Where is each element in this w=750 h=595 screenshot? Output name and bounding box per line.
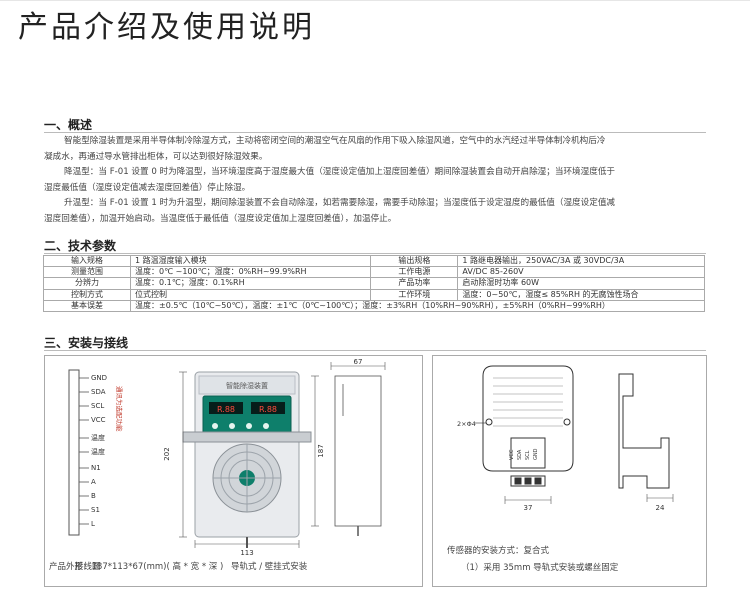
sensor-dimension-lines [504,494,674,504]
spec-cell: 1 路继电器输出，250VAC/3A 或 30VDC/3A [457,254,705,268]
panel-button [263,423,269,429]
dim-sensor-width: 37 [524,504,533,512]
device-brand: 智能除湿装置 [226,381,268,390]
dim-depth: 67 [354,358,363,366]
sensor-caption: 传感器的安装方式：复合式 [447,545,550,556]
install-heading: 三、安装与接线 [44,336,129,350]
hole-label: 2×Φ4 [457,420,476,428]
pin-label: SDA [517,449,523,460]
table-row: 控制方式 位式控制 工作环境 温度：0~50℃，湿度≤ 85%RH 的无腐蚀性场… [43,288,705,301]
device-diagram-box: GND SDA SCL VCC 温度 温度 N1 A B S1 L 通讯为选配功… [44,355,423,587]
table-row: 测量范围 温度：0℃ ~100℃；湿度：0%RH~99.9%RH 工作电源 AV… [43,266,705,279]
spec-cell: 温度：0~50℃，湿度≤ 85%RH 的无腐蚀性场合 [457,288,705,301]
device-caption: 导轨式 / 壁挂式安装 [231,561,308,572]
spec-cell: 温度：±0.5℃（10℃~50℃），温度：±1℃（0℃~100℃）；湿度：±3%… [130,299,705,312]
spec-cell: 1 路温湿度输入模块 [129,254,372,268]
led-display [209,402,243,414]
panel-button [212,423,218,429]
terminal-label: L [91,520,95,528]
led-value: R.88 [217,405,235,414]
dimension-lines [179,362,386,548]
terminal-labels: GND SDA SCL VCC 温度 温度 N1 A B S1 L [91,374,107,528]
shape-text: 产品外形：187*113*67(mm)( 高 * 宽 * 深 ) [49,562,224,572]
spec-cell: 温度：0.1℃；湿度：0.1%RH [129,277,372,290]
spec-cell: 控制方式 [43,288,131,301]
terminal-label: S1 [91,506,100,514]
install-rule [44,350,706,351]
overview-line: 湿度最低值（湿度设定值减去湿度回差值）停止除湿。 [44,182,251,193]
overview-line: 智能型除湿装置是采用半导体制冷除湿方式，主动将密闭空间的潮湿空气在风扇的作用下吸… [64,136,606,146]
sensor-diagram: VCC SDA SCL GND 2×Φ4 37 24 传感器的安装方式：复合式 … [447,365,674,573]
table-row: 分辨力 温度：0.1℃；湿度：0.1%RH 产品功率 启动除湿时功率 60W [43,277,705,290]
dim-height: 202 [163,447,171,460]
sensor-front-view [482,365,574,487]
spec-cell: 工作环境 [370,288,459,301]
device-side-view [334,375,382,536]
terminal-label: VCC [91,416,106,424]
wiring-note: 通讯为选配功能 [115,386,124,432]
led-value: R.88 [259,405,277,414]
specs-heading: 二、技术参数 [44,239,117,253]
overview-text: 智能型除湿装置是采用半导体制冷除湿方式，主动将密闭空间的潮湿空气在风扇的作用下吸… [44,134,714,227]
overview-heading: 一、概述 [44,118,93,132]
terminal-ticks [79,377,89,525]
sensor-pin-labels: VCC SDA SCL GND [509,448,539,460]
overview-line: 湿度回差值），加温开始启动。当温度低于最低值（湿度设定值加上湿度回差值），加温停… [44,213,397,224]
terminal-label: SDA [91,388,106,396]
terminal-label: N1 [91,464,101,472]
spec-cell: 输出规格 [370,254,459,268]
spec-cell: 基本误差 [43,299,131,312]
din-rail [182,431,312,443]
page-title: 产品介绍及使用说明 [18,10,315,45]
spec-cell: 产品功率 [370,277,459,290]
dehumidifier-device: 智能除湿装置 R.88 R.88 [182,371,312,548]
spec-cell: 启动除湿时功率 60W [457,277,705,290]
overview-line: 升温型：当 F-01 设置 1 时为升温型，期间除湿装置不会自动除湿，如若需要除… [64,198,616,208]
table-row: 输入规格 1 路温湿度输入模块 输出规格 1 路继电器输出，250VAC/3A … [43,254,705,268]
led-display [251,402,285,414]
dim-height2: 187 [317,444,325,457]
sensor-side-view [618,373,670,489]
terminal-label: SCL [91,402,104,410]
specs-rule [44,253,706,254]
overview-rule [44,132,706,133]
spec-cell: 位式控制 [129,288,372,301]
wiring-caption: 接线图 [75,561,101,572]
specs-table: 输入规格 1 路温湿度输入模块 输出规格 1 路继电器输出，250VAC/3A … [43,254,705,312]
sensor-diagram-box: VCC SDA SCL GND 2×Φ4 37 24 传感器的安装方式：复合式 … [432,355,707,587]
spec-cell: 温度：0℃ ~100℃；湿度：0%RH~99.9%RH [129,266,372,279]
spec-cell: 测量范围 [43,266,131,279]
spec-cell: AV/DC 85-260V [457,266,705,279]
pin-label: SCL [525,450,531,460]
spec-cell: 工作电源 [370,266,459,279]
overview-line: 凝成水，再通过导水管排出柜体，可以达到很好除湿效果。 [44,151,268,162]
terminal-label: GND [91,374,107,382]
spec-cell: 输入规格 [43,254,131,268]
terminal-label: A [91,478,96,486]
terminal-label: B [91,492,96,500]
terminal-strip [68,369,89,536]
sensor-note: （1）采用 35mm 导轨式安装或螺丝固定 [461,562,619,573]
terminal-label: 温度 [91,433,105,442]
top-rule [0,0,750,1]
device-diagram: GND SDA SCL VCC 温度 温度 N1 A B S1 L 通讯为选配功… [68,358,386,572]
pin-label: GND [533,448,539,460]
table-row: 基本误差 温度：±0.5℃（10℃~50℃），温度：±1℃（0℃~100℃）；湿… [43,299,705,312]
dim-width: 113 [240,549,253,557]
panel-button [229,423,235,429]
panel-button [246,423,252,429]
overview-line: 降温型：当 F-01 设置 0 时为降温型，当环境湿度高于湿度最大值（湿度设定值… [64,167,616,177]
terminal-label: 温度 [91,447,105,456]
dim-sensor-depth: 24 [656,504,665,512]
spec-cell: 分辨力 [43,277,131,290]
pin-label: VCC [509,449,515,460]
